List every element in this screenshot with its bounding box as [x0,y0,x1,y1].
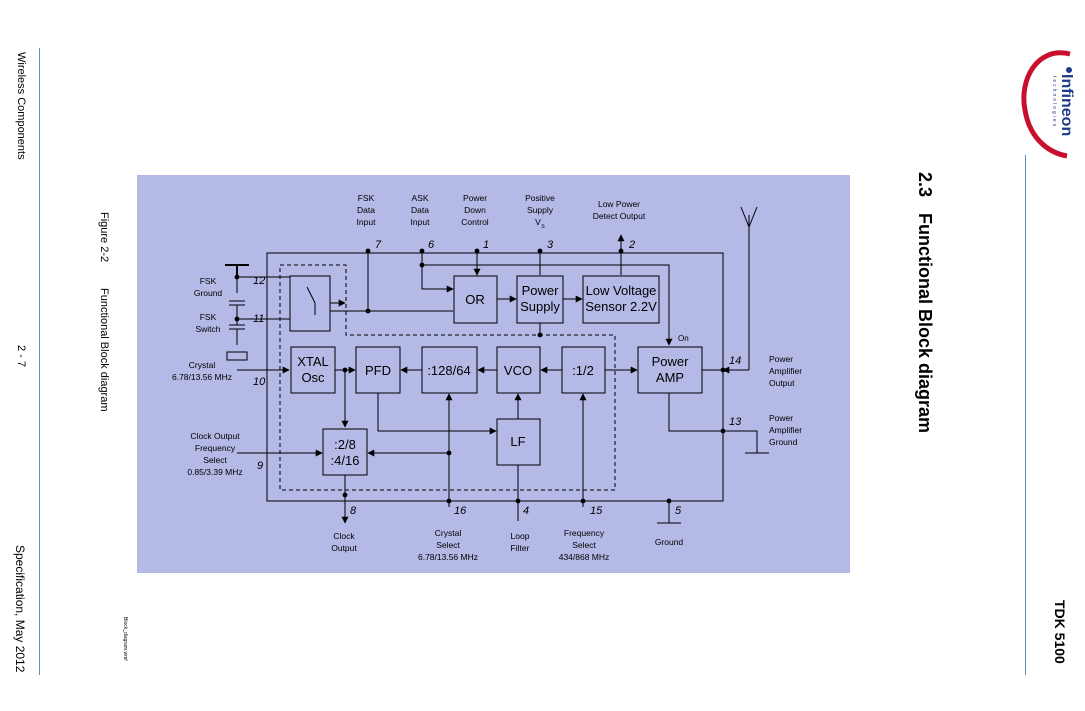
pin-3: 3 [547,239,554,251]
clock-divider-label-2: :4/16 [331,453,360,468]
vco-label: VCO [504,363,532,378]
dashed-region [279,264,616,491]
clock-output-label: Output [331,543,357,553]
on-label: On [678,334,689,343]
pa-output-label: Power [769,354,793,364]
figure-caption-label: Figure 2-2 [98,212,110,263]
ask-data-label: Input [411,217,431,227]
power-down-label: Control [461,217,489,227]
pin-1: 1 [483,239,489,251]
lf-label: LF [510,434,525,449]
fsk-switch-block [289,275,331,332]
clock-output-label: Clock [333,531,355,541]
block-diagram-panel: OR Power Supply Low Voltage Sensor 2.2V … [137,175,850,573]
freq-select-label: Frequency [564,528,605,538]
page-number: 2 - 7 [15,345,27,368]
pin-5: 5 [675,505,682,517]
fsk-ground-label: FSK [200,276,217,286]
figure-file-note: Block_diagram.wmf [122,617,128,661]
pa-ground-label: Ground [769,437,798,447]
block-diagram: OR Power Supply Low Voltage Sensor 2.2V … [172,193,802,562]
crystal-select-label: Select [436,540,460,550]
fsk-switch-label: Switch [195,324,220,334]
power-down-label: Down [464,205,486,215]
positive-supply-label: Supply [527,205,554,215]
ask-data-label: ASK [411,193,428,203]
pin-2: 2 [628,239,635,251]
freq-select-label: 434/868 MHz [559,552,610,562]
clock-divider-label-1: :2/8 [334,437,356,452]
div2-label: :1/2 [572,363,594,378]
power-supply-label-1: Power [522,283,560,298]
xtal-label-1: XTAL [297,354,329,369]
xtal-label-2: Osc [301,370,325,385]
vs-label: V [535,217,541,227]
pin-14: 14 [729,355,741,367]
clock-select-label: Select [203,455,227,465]
low-power-label: Detect Output [593,211,646,221]
pin-9: 9 [257,460,263,472]
vs-subscript: S [541,224,545,230]
loop-filter-label: Loop [511,531,530,541]
power-amp-label-1: Power [652,354,690,369]
section-heading-number: 2.3 [915,172,935,198]
lv-sensor-label-2: Sensor 2.2V [585,299,657,314]
fsk-data-label: Data [357,205,375,215]
clock-divider-block [322,428,368,476]
low-power-label: Low Power [598,199,640,209]
fsk-data-label: Input [357,217,377,227]
clock-select-label: Clock Output [190,431,240,441]
pin-16: 16 [454,505,467,517]
or-label: OR [465,292,485,307]
pa-output-label: Output [769,378,795,388]
positive-supply-label: Positive [525,193,555,203]
fsk-ground-label: Ground [194,288,223,298]
ask-data-label: Data [411,205,429,215]
pin-4: 4 [523,505,529,517]
clock-select-label: Frequency [195,443,236,453]
pin-12: 12 [253,275,265,287]
figure-caption-text: Functional Block diagram [98,288,110,412]
pin-13: 13 [729,416,742,428]
clock-select-label: 0.85/3.39 MHz [187,467,242,477]
pin-7: 7 [375,239,382,251]
lv-sensor-label-1: Low Voltage [586,283,657,298]
crystal-label: 6.78/13.56 MHz [172,372,232,382]
crystal-select-label: 6.78/13.56 MHz [418,552,478,562]
div128-label: :128/64 [427,363,470,378]
power-supply-label-2: Supply [520,299,560,314]
logo-subtext: technologies [1051,76,1057,129]
pin-15: 15 [590,505,603,517]
pin-8: 8 [350,505,357,517]
lv-sensor-block [582,275,660,324]
fsk-data-label: FSK [358,193,375,203]
crystal-label: Crystal [189,360,216,370]
pin-10: 10 [253,376,266,388]
infineon-logo: Infineon technologies [1015,40,1080,160]
power-down-label: Power [463,193,487,203]
ground-label: Ground [655,537,684,547]
product-family-footer: Wireless Components [15,52,27,160]
pin-11: 11 [253,313,264,325]
logo-swoosh [1021,50,1072,159]
fsk-switch-label: FSK [200,312,217,322]
product-name: TDK 5100 [1052,600,1068,664]
right-margin-rule [1025,155,1026,675]
pfd-label: PFD [365,363,391,378]
power-amp-label-2: AMP [656,370,684,385]
crystal-select-label: Crystal [435,528,462,538]
pin-6: 6 [428,239,435,251]
section-heading-title: Functional Block diagram [915,213,935,434]
loop-filter-label: Filter [511,543,530,553]
left-margin-rule [39,48,40,675]
revision-date: Specification, May 2012 [13,545,27,673]
freq-select-label: Select [572,540,596,550]
pa-output-label: Amplifier [769,366,802,376]
pa-ground-label: Power [769,413,793,423]
logo-wordmark: Infineon [1058,74,1075,137]
pa-ground-label: Amplifier [769,425,802,435]
chip-outline [266,252,724,502]
